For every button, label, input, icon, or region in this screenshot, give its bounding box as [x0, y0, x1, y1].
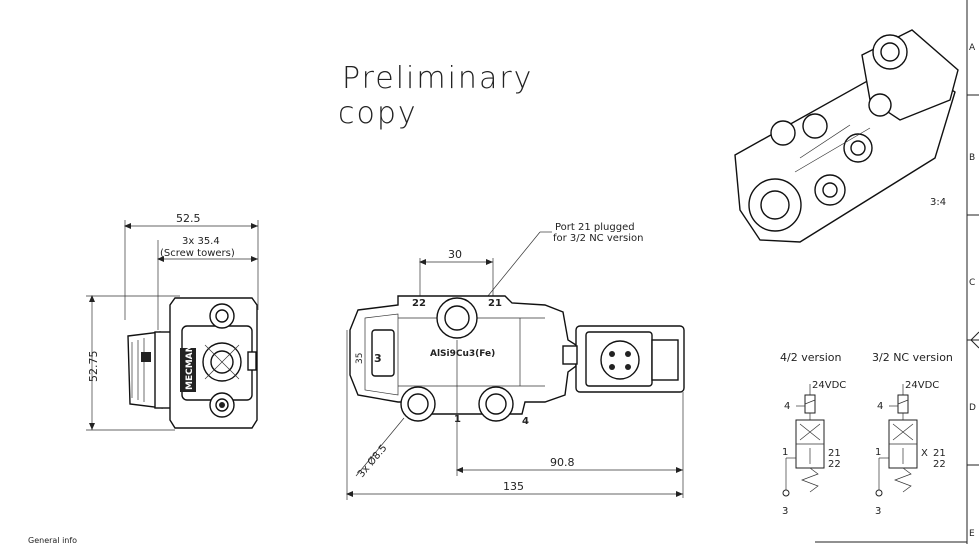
schematic-4-2: 4/2 version 24VDC 4 1 21 22 3 — [780, 351, 846, 517]
dim-offset: 90.8 — [550, 456, 575, 469]
dim-mounting-holes: 3x Ø8.5 — [355, 442, 389, 480]
sheet-frame: A B C D E — [815, 0, 979, 544]
port-3-label: 3 — [374, 352, 382, 365]
zone-letter-a: A — [969, 43, 976, 53]
schematic-left-port-3: 3 — [782, 506, 788, 517]
schematic-right-port-21: 21 — [933, 448, 946, 459]
zone-letter-b: B — [969, 153, 975, 163]
schematic-left-port-1: 1 — [782, 447, 788, 458]
preliminary-watermark: Preliminary copy — [338, 61, 533, 131]
note-nc-version: for 3/2 NC version — [553, 233, 643, 244]
isometric-view: 3:4 — [734, 29, 959, 243]
schematic-right-title: 3/2 NC version — [872, 351, 953, 364]
brand-label: MECMAN — [185, 345, 195, 390]
schematic-left-title: 4/2 version — [780, 351, 842, 364]
note-port-plugged: Port 21 plugged — [555, 222, 635, 233]
front-view: 30 Port 21 plugged for 3/2 NC version 35… — [346, 222, 685, 500]
watermark-line-1: Preliminary — [342, 61, 533, 96]
schematic-right-port-22: 22 — [933, 459, 946, 470]
dim-35-marker: 35 — [355, 353, 365, 364]
schematic-right-plug-mark: X — [921, 448, 928, 459]
iso-scale: 3:4 — [930, 197, 946, 208]
zone-letter-c: C — [969, 278, 975, 288]
dim-port-spacing: 30 — [448, 248, 462, 261]
dim-width: 52.5 — [176, 212, 201, 225]
dim-height: 52.75 — [87, 351, 100, 383]
schematic-right-port-3: 3 — [875, 506, 881, 517]
dim-screw-towers-count: 3x 35.4 — [182, 236, 220, 247]
material-label: AlSi9Cu3(Fe) — [430, 349, 495, 359]
schematic-right-supply: 24VDC — [905, 380, 939, 391]
schematic-right-port-4: 4 — [877, 401, 883, 412]
schematic-left-port-4: 4 — [784, 401, 790, 412]
watermark-line-2: copy — [338, 96, 418, 131]
port-21-label: 21 — [488, 298, 502, 309]
zone-letter-e: E — [969, 529, 975, 539]
side-view: 52.5 3x 35.4 (Screw towers) 52.75 MECMAN — [86, 212, 259, 431]
schematic-left-supply: 24VDC — [812, 380, 846, 391]
port-4-label: 4 — [522, 416, 529, 427]
schematic-right-port-1: 1 — [875, 447, 881, 458]
zone-letter-d: D — [969, 403, 976, 413]
general-info-label: General info — [28, 536, 77, 544]
dim-length: 135 — [503, 480, 524, 493]
dim-screw-towers-label: (Screw towers) — [160, 248, 235, 259]
schematic-3-2-nc: 3/2 NC version 24VDC 4 1 X 21 22 3 — [872, 351, 953, 517]
port-22-label: 22 — [412, 298, 426, 309]
schematic-left-port-22: 22 — [828, 459, 841, 470]
port-1-label: 1 — [454, 414, 461, 425]
schematic-left-port-21: 21 — [828, 448, 841, 459]
